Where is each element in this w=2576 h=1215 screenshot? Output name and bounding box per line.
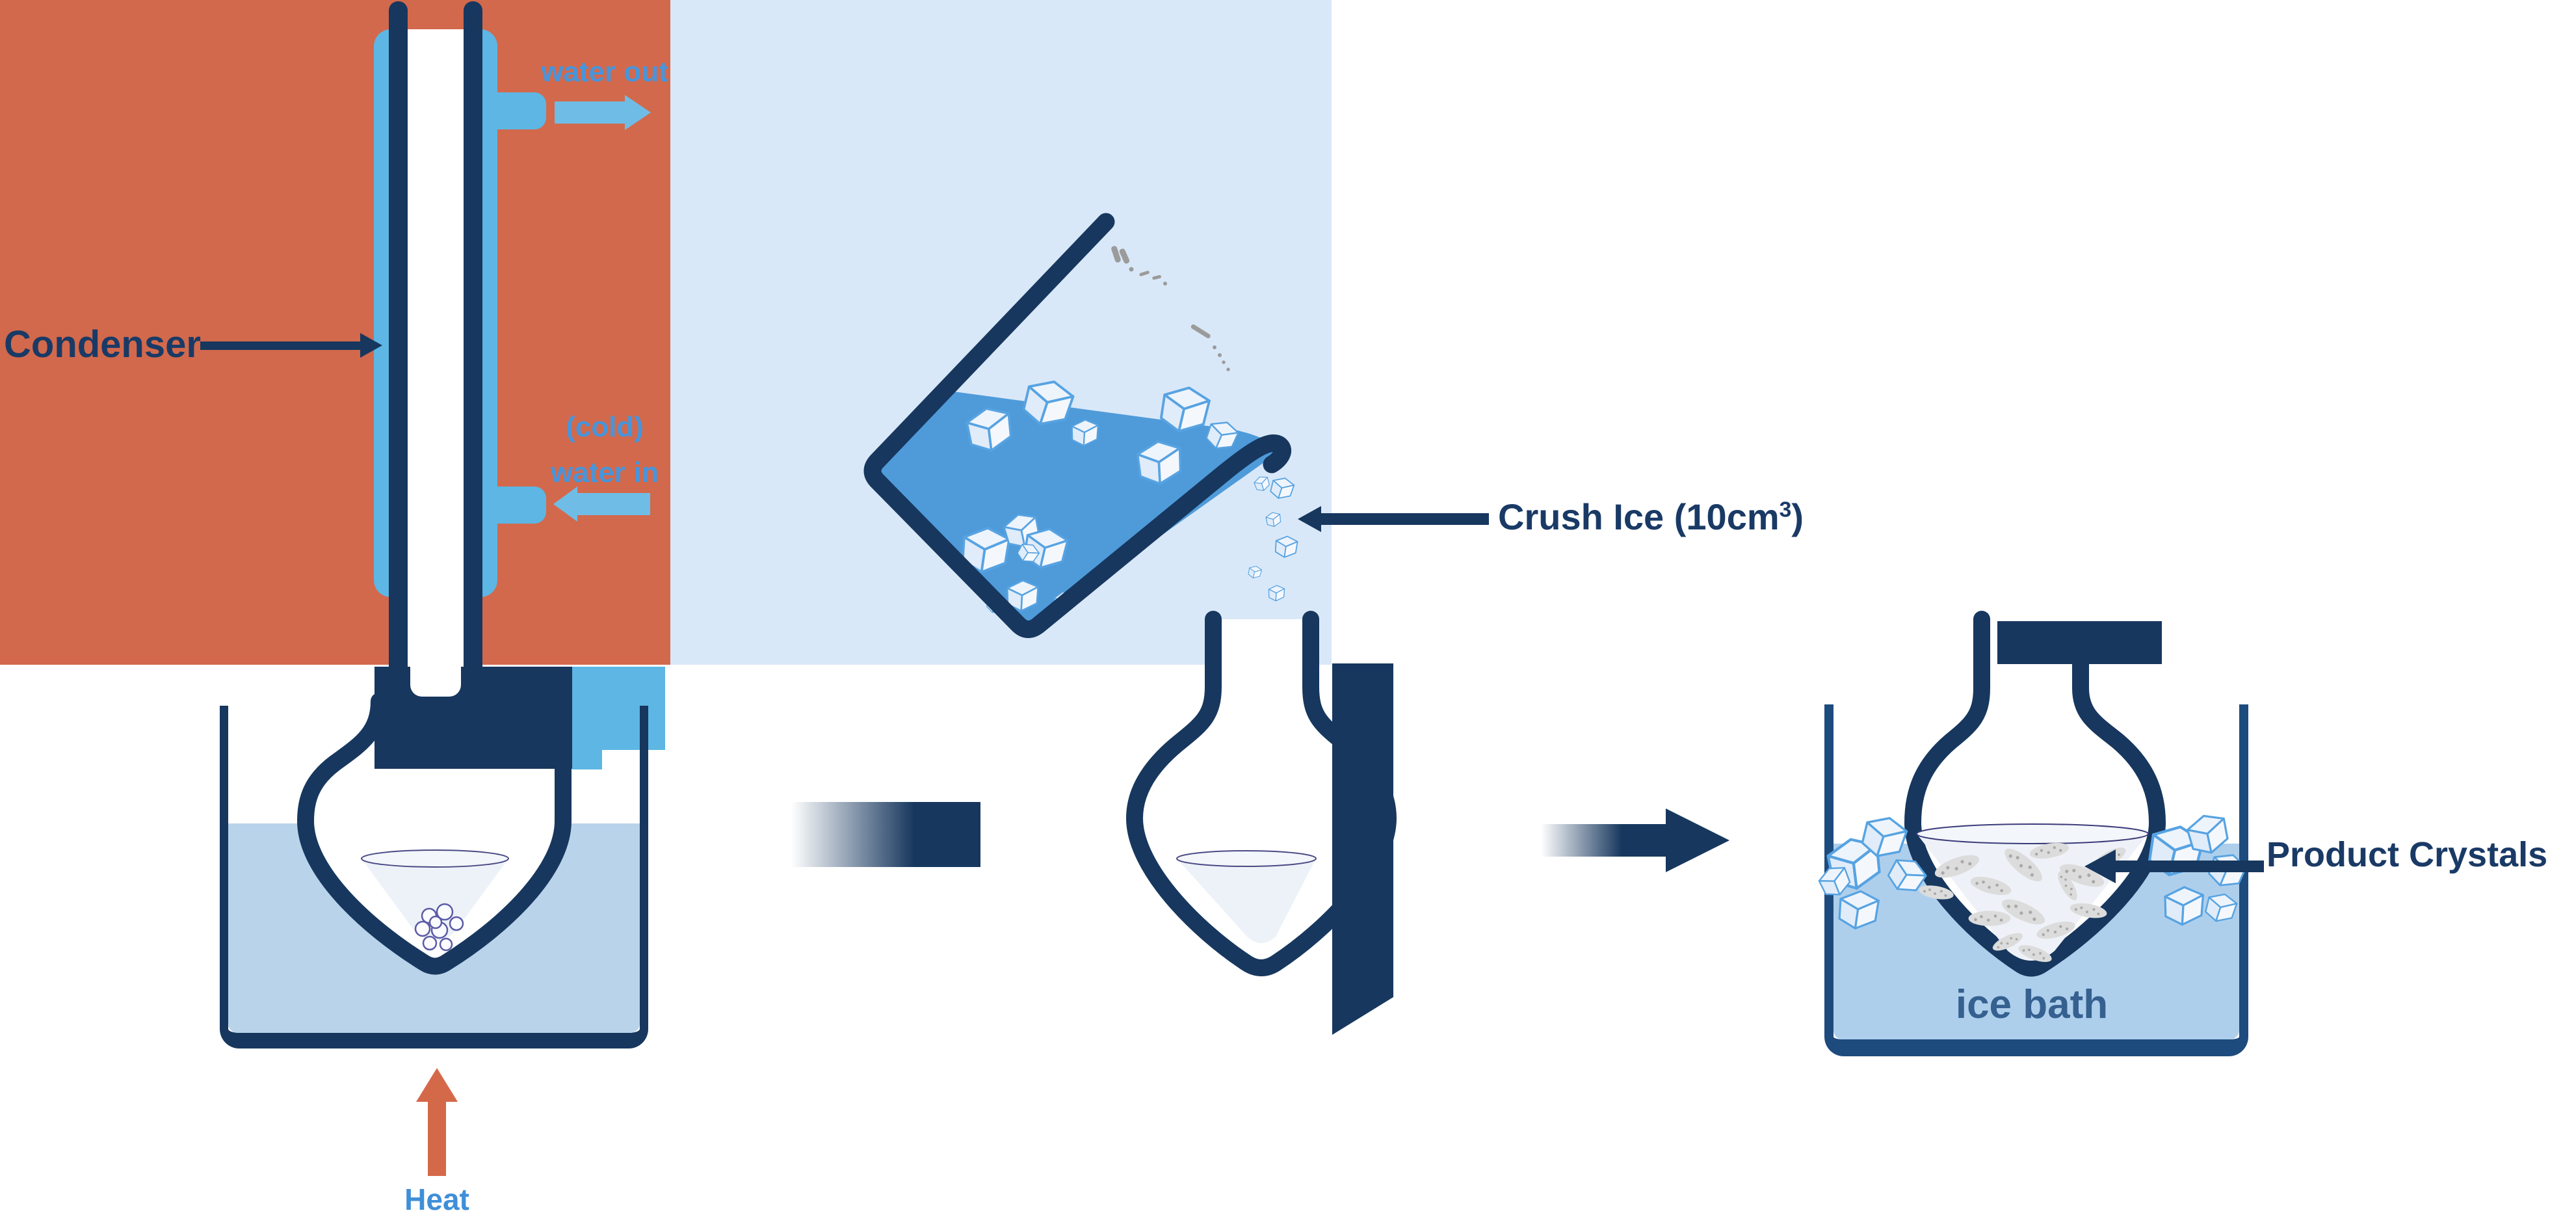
cold-label: (cold) xyxy=(566,411,644,443)
flask-stopper-cap xyxy=(1997,621,2162,664)
crush-ice-arrow xyxy=(1321,513,1489,525)
crushed-ice-stage xyxy=(863,213,1397,1035)
step-arrow-2-head-icon xyxy=(1666,808,1729,872)
heat-label: Heat xyxy=(404,1182,469,1215)
crush-ice-text-close: ) xyxy=(1791,496,1804,537)
product-liquid-surface xyxy=(1916,823,2149,844)
water-in-arrow xyxy=(577,493,650,515)
cold-water-elbow xyxy=(572,667,665,750)
condenser-tube-wall-right xyxy=(464,1,482,702)
reflux-liquid-surface xyxy=(361,849,509,868)
water-in-arrow-head-icon xyxy=(553,487,577,522)
product-crystals-arrow xyxy=(2116,861,2264,872)
heat-arrow xyxy=(428,1102,446,1176)
ice-bath-label: ice bath xyxy=(1955,982,2109,1027)
crush-ice-label: Crush Ice (10cm3) xyxy=(1498,498,1804,537)
stand-bar xyxy=(1332,663,1393,1035)
crush-ice-arrow-head-icon xyxy=(1298,506,1321,532)
condenser-tube-wall-left xyxy=(389,1,408,702)
water-out-arrow xyxy=(555,101,625,124)
condenser-arrow xyxy=(200,341,360,350)
condenser-inner-tube xyxy=(408,29,464,667)
step-arrow-1 xyxy=(791,802,980,867)
water-in-label: water in xyxy=(550,457,659,488)
receiving-liquid-surface xyxy=(1176,850,1317,867)
flask-adapter-block xyxy=(375,667,572,769)
pouring-beaker-outline xyxy=(863,213,1292,638)
product-crystals-label: Product Crystals xyxy=(2267,835,2548,874)
crush-ice-superscript: 3 xyxy=(1779,498,1792,522)
receiving-flask-liquid xyxy=(1177,859,1316,943)
water-out-arrow-head-icon xyxy=(625,95,651,130)
vapour-channel xyxy=(410,667,461,697)
boiling-granules-icon xyxy=(414,903,464,952)
reflux-flask-liquid xyxy=(361,859,508,941)
condenser-label: Condenser xyxy=(4,323,201,366)
condenser-arrow-head-icon xyxy=(360,333,382,358)
pour-motion-dashes xyxy=(1111,246,1230,371)
cold-water-elbow-step xyxy=(572,750,602,769)
water-out-pipe xyxy=(488,92,546,129)
product-crystals-arrow-head-icon xyxy=(2084,849,2116,883)
water-in-pipe xyxy=(488,487,546,524)
product-flask-group xyxy=(1815,611,2250,977)
crush-ice-text: Crush Ice (10cm xyxy=(1498,496,1780,537)
heat-arrow-head-icon xyxy=(416,1068,458,1102)
falling-ice-cubes xyxy=(1247,474,1299,602)
step-arrow-2 xyxy=(1541,824,1666,857)
water-out-label: water out xyxy=(541,56,668,88)
